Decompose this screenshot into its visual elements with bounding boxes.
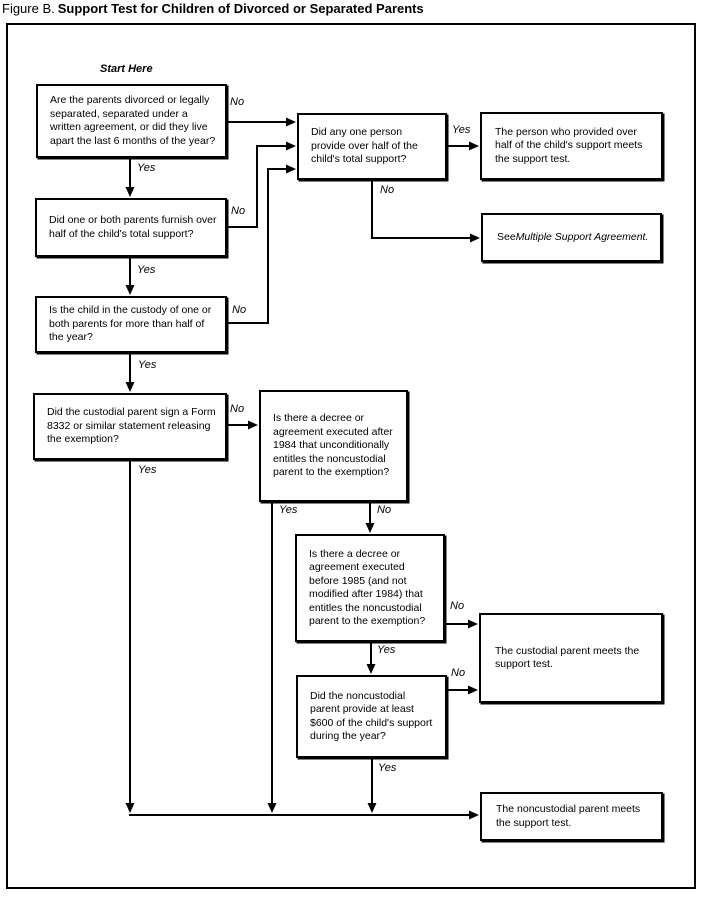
node-custodial-meets-test: The custodial parent meets the support t… [479,613,663,703]
node-person-provided-meets-test: The person who provided over half of the… [480,112,663,180]
edge-label-oneperson-yes: Yes [452,124,471,136]
figure-title-text: Support Test for Children of Divorced or… [57,1,424,16]
multiple-support-agreement-text: Multiple Support Agreement. [515,230,649,243]
node-one-person-provided-half: Did any one person provide over half of … [297,113,447,180]
node-decree-before-1985: Is there a decree or agreement executed … [295,534,445,642]
edge-label-oneperson-no: No [380,184,395,196]
node-decree-after-1984: Is there a decree or agreement executed … [259,390,408,502]
edge-label-before1985-no: No [450,600,465,612]
start-here-label: Start Here [100,63,153,75]
see-text: See [497,230,516,243]
node-noncustodial-meets-test: The noncustodial parent meets the suppor… [480,792,663,841]
node-parents-divorced: Are the parents divorced or legally sepa… [36,84,227,158]
edge-label-600-no: No [451,667,466,679]
node-parents-furnish-half: Did one or both parents furnish over hal… [35,198,227,257]
edge-label-form8332-yes: Yes [138,464,157,476]
node-child-in-custody: Is the child in the custody of one or bo… [35,296,227,353]
edge-label-furnish-no: No [231,205,246,217]
node-noncustodial-provided-600: Did the noncustodial parent provide at l… [296,675,447,758]
edge-label-custody-yes: Yes [138,359,157,371]
edge-label-after1984-yes: Yes [279,504,298,516]
figure-border [6,23,696,889]
edge-label-divorced-no: No [230,96,245,108]
edge-label-furnish-yes: Yes [137,264,156,276]
edge-label-after1984-no: No [377,504,392,516]
edge-label-before1985-yes: Yes [377,644,396,656]
edge-label-divorced-yes: Yes [137,162,156,174]
figure-label: Figure B. [2,1,55,16]
edge-label-custody-no: No [232,304,247,316]
node-see-multiple-support-agreement: See Multiple Support Agreement. [481,213,662,262]
figure-title: Figure B.Support Test for Children of Di… [2,0,424,17]
node-custodial-signed-form-8332: Did the custodial parent sign a Form 833… [33,393,227,460]
edge-label-600-yes: Yes [378,762,397,774]
edge-label-form8332-no: No [230,403,245,415]
